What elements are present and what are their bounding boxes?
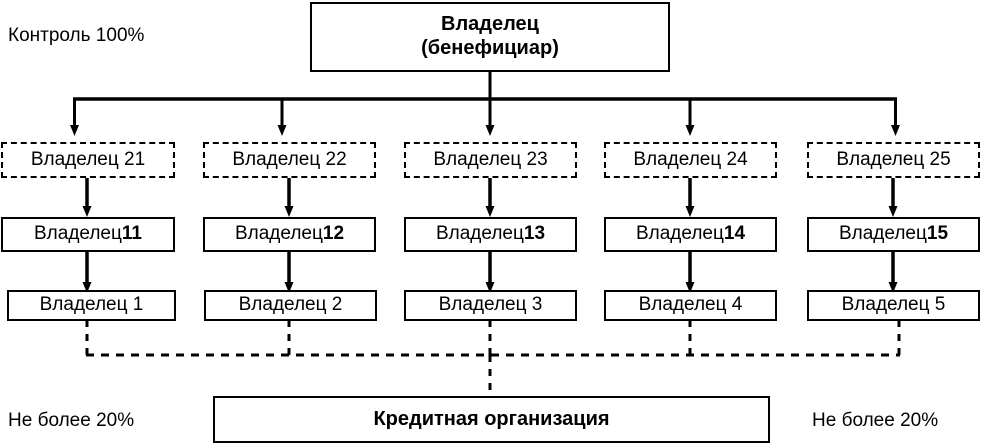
node-credit-organization[interactable]: Кредитная организация: [213, 396, 770, 443]
node-owner-13-number: 13: [523, 223, 546, 245]
node-owner-12-prefix: Владелец: [234, 223, 323, 245]
node-owner-22-label: Владелец 22: [232, 148, 347, 170]
node-owner-24-label: Владелец 24: [633, 148, 748, 170]
node-owner-5[interactable]: Владелец 5: [807, 290, 980, 321]
node-owner-23[interactable]: Владелец 23: [404, 142, 577, 178]
level0-to-bank-dashed-bus: [85, 320, 901, 357]
node-owner-1-label: Владелец 1: [39, 294, 144, 316]
node-owner-1[interactable]: Владелец 1: [7, 290, 176, 321]
node-owner-11-number: 11: [121, 223, 142, 245]
node-owner-12-number: 12: [322, 223, 345, 245]
node-owner-12[interactable]: Владелец 12: [203, 217, 376, 252]
node-owner-15[interactable]: Владелец 15: [807, 217, 980, 252]
node-owner-24[interactable]: Владелец 24: [604, 142, 777, 178]
node-beneficial-owner[interactable]: Владелец (бенефициар): [310, 2, 670, 72]
node-owner-14-number: 14: [723, 223, 746, 245]
caption-limit-right: Не более 20%: [812, 410, 939, 431]
node-owner-14[interactable]: Владелец 14: [604, 217, 777, 252]
level2-to-level1-arrows: [82, 178, 898, 217]
node-owner-21[interactable]: Владелец 21: [1, 142, 175, 178]
node-owner-15-number: 15: [926, 223, 949, 245]
node-owner-25-label: Владелец 25: [836, 148, 951, 170]
node-owner-23-label: Владелец 23: [433, 148, 548, 170]
node-owner-4-label: Владелец 4: [638, 294, 743, 316]
node-beneficial-owner-line1: Владелец: [441, 13, 539, 36]
node-owner-2-label: Владелец 2: [238, 294, 343, 316]
node-owner-11[interactable]: Владелец 11: [1, 217, 175, 252]
node-owner-11-prefix: Владелец: [34, 223, 122, 245]
node-owner-14-prefix: Владелец: [635, 223, 724, 245]
node-owner-3[interactable]: Владелец 3: [404, 290, 577, 321]
node-credit-organization-label: Кредитная организация: [373, 407, 610, 430]
node-owner-4[interactable]: Владелец 4: [604, 290, 777, 321]
node-beneficial-owner-line2: (бенефициар): [421, 37, 559, 59]
node-owner-13-prefix: Владелец: [435, 223, 524, 245]
node-owner-3-label: Владелец 3: [438, 294, 543, 316]
level1-to-level0-arrows: [82, 252, 898, 293]
node-owner-25[interactable]: Владелец 25: [807, 142, 980, 178]
node-owner-22[interactable]: Владелец 22: [203, 142, 376, 178]
node-owner-5-label: Владелец 5: [841, 294, 946, 316]
top-distribution-bus: [70, 72, 900, 136]
node-owner-2[interactable]: Владелец 2: [204, 290, 377, 321]
caption-limit-left: Не более 20%: [8, 410, 135, 431]
node-owner-13[interactable]: Владелец 13: [404, 217, 577, 252]
node-owner-21-label: Владелец 21: [30, 148, 146, 170]
caption-control-100: Контроль 100%: [8, 25, 145, 46]
node-owner-15-prefix: Владелец: [838, 223, 927, 245]
